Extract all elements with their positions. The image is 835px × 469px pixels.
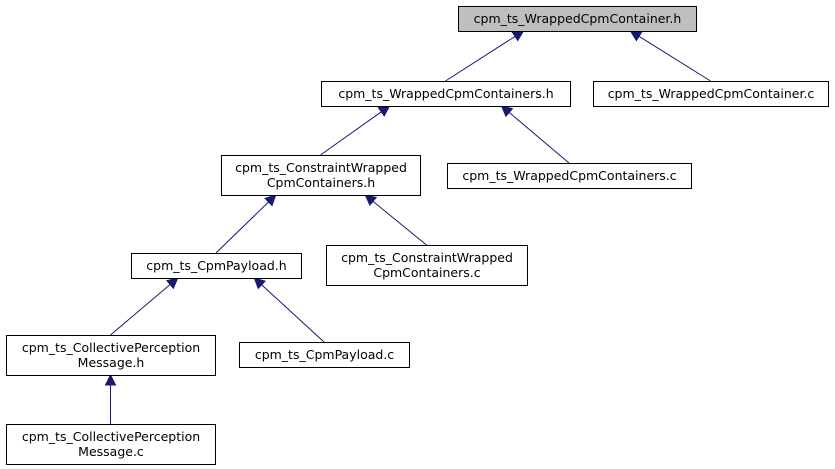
arrowhead-icon: [629, 30, 643, 42]
arrowhead-icon: [104, 373, 117, 386]
edge-wrapped_container_c-to-wrapped_container_h: [629, 30, 711, 82]
edge-line: [215, 201, 269, 254]
edge-cpm_payload_c-to-cpm_payload_h: [253, 277, 325, 343]
arrowhead-icon: [377, 105, 391, 117]
arrowhead-icon: [264, 194, 277, 207]
node-label-line: cpm_ts_WrappedCpmContainer.h: [474, 11, 682, 26]
node-label-line: cpm_ts_CollectivePerception: [22, 429, 200, 444]
edge-constraint_wrapped_h-to-wrapped_containers_h: [320, 105, 391, 156]
edge-wrapped_containers_h-to-wrapped_container_h: [445, 30, 525, 82]
arrowhead-icon: [165, 277, 179, 290]
node-label-line: cpm_ts_CollectivePerception: [22, 340, 200, 355]
node-box: [239, 342, 410, 368]
edge-collective_perception_h-to-cpm_payload_h: [110, 277, 179, 336]
edge-constraint_wrapped_c-to-constraint_wrapped_h: [364, 194, 427, 246]
node-box: [131, 253, 302, 279]
node-wrapped_containers_c[interactable]: cpm_ts_WrappedCpmContainers.c: [447, 163, 692, 189]
edge-line: [638, 35, 711, 82]
edge-collective_perception_c-to-collective_perception_h: [104, 373, 117, 424]
edge-wrapped_containers_c-to-wrapped_containers_h: [500, 105, 570, 164]
node-box: [326, 245, 528, 286]
node-label-line: Message.h: [78, 355, 145, 370]
arrowhead-icon: [500, 105, 514, 118]
arrowhead-icon: [364, 194, 378, 207]
edge-line: [110, 284, 171, 336]
node-wrapped_container_c[interactable]: cpm_ts_WrappedCpmContainer.c: [593, 81, 829, 107]
node-box: [593, 81, 829, 107]
edge-line: [320, 111, 382, 156]
arrowhead-icon: [253, 277, 266, 290]
node-cpm_payload_h[interactable]: cpm_ts_CpmPayload.h: [131, 253, 302, 279]
node-cpm_payload_c[interactable]: cpm_ts_CpmPayload.c: [239, 342, 410, 368]
node-box: [321, 81, 571, 107]
edge-line: [372, 200, 427, 246]
node-label-line: Message.c: [78, 444, 144, 459]
node-box: [221, 155, 421, 196]
edge-cpm_payload_h-to-constraint_wrapped_h: [215, 194, 277, 254]
node-box: [6, 335, 216, 376]
node-label-line: cpm_ts_WrappedCpmContainers.c: [462, 168, 676, 183]
arrowhead-icon: [511, 30, 525, 42]
node-label-line: cpm_ts_CpmPayload.h: [146, 258, 286, 273]
node-label-line: CpmContainers.c: [373, 265, 480, 280]
node-box: [6, 424, 216, 465]
node-wrapped_container_h: cpm_ts_WrappedCpmContainer.h: [458, 6, 697, 32]
node-label-line: cpm_ts_WrappedCpmContainer.c: [608, 86, 815, 101]
edge-line: [445, 35, 516, 82]
nodes-layer: cpm_ts_WrappedCpmContainer.h cpm_ts_Wrapp…: [6, 6, 829, 465]
node-label-line: cpm_ts_CpmPayload.c: [255, 347, 394, 362]
node-wrapped_containers_h[interactable]: cpm_ts_WrappedCpmContainers.h: [321, 81, 571, 107]
node-label-line: cpm_ts_WrappedCpmContainers.h: [338, 86, 553, 101]
edge-line: [261, 284, 325, 343]
node-box: [458, 6, 697, 32]
node-label-line: CpmContainers.h: [267, 175, 375, 190]
node-label-line: cpm_ts_ConstraintWrapped: [341, 250, 513, 265]
node-box: [447, 163, 692, 189]
edge-line: [508, 112, 570, 164]
node-label-line: cpm_ts_ConstraintWrapped: [235, 160, 407, 175]
